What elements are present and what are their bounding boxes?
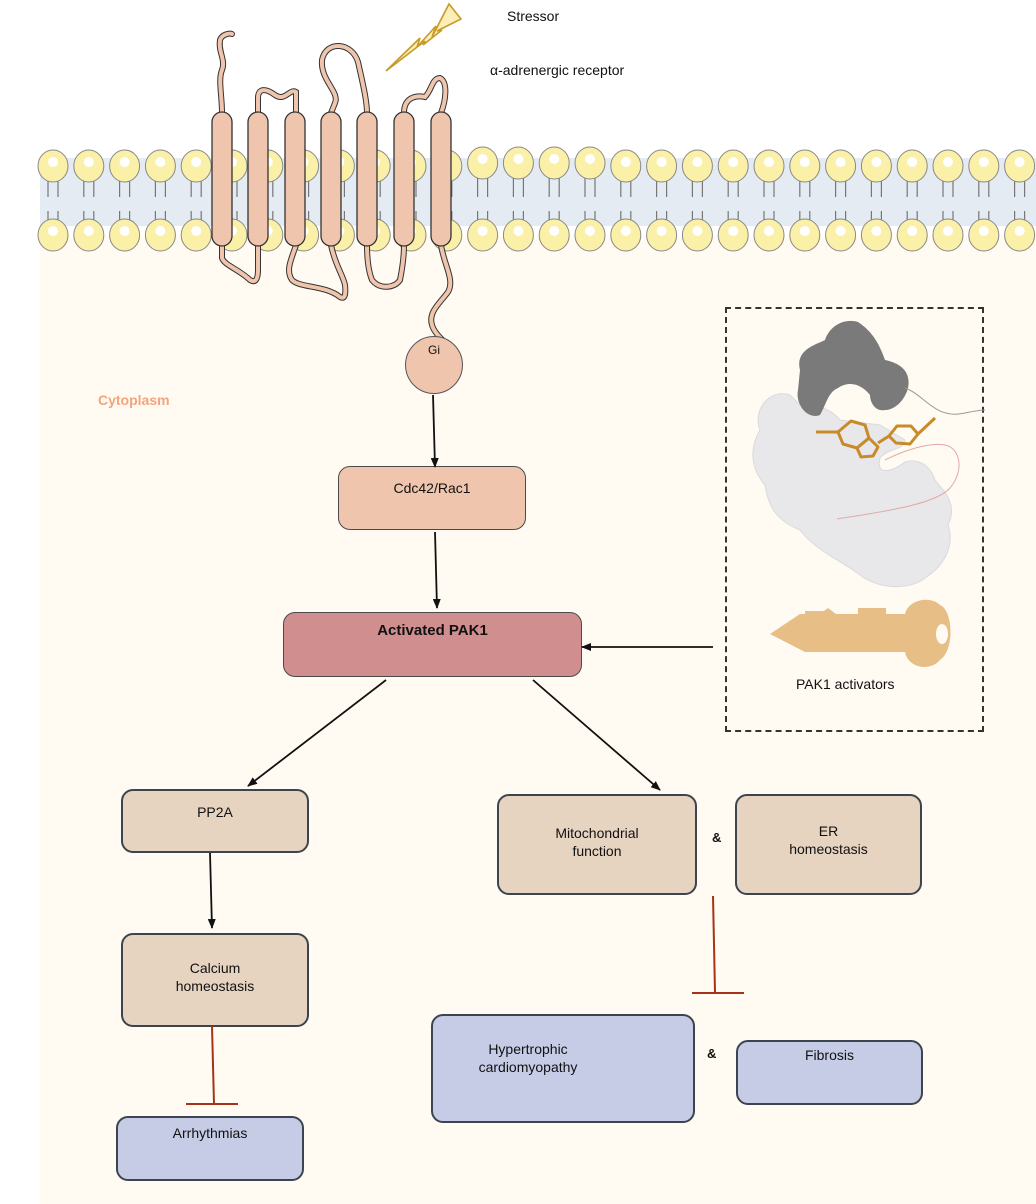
transmembrane-helix-2 <box>247 111 269 247</box>
receptor-label: α-adrenergic receptor <box>490 62 625 78</box>
pak1-activators-label: PAK1 activators <box>796 676 895 692</box>
arrhythmias-node[interactable]: Arrhythmias <box>116 1116 304 1181</box>
calcium-homeostasis-node[interactable]: Calcium homeostasis <box>121 933 309 1027</box>
lipid-highlight <box>1014 157 1025 167</box>
er-homeostasis-node[interactable]: ER homeostasis <box>735 794 922 895</box>
extracellular-loop-2 <box>319 44 369 115</box>
lipid-highlight <box>48 157 58 167</box>
lipid-highlight <box>549 226 560 236</box>
transmembrane-helix-6 <box>393 111 415 247</box>
edge-pak1-to-mitochondrial <box>532 679 661 791</box>
lipid-highlight <box>191 226 202 236</box>
and-connector-bottom: & <box>707 1046 717 1061</box>
lipid-highlight <box>83 157 94 167</box>
lipid-highlight <box>943 226 953 236</box>
activated-pak1-node[interactable]: Activated PAK1 <box>283 612 582 677</box>
inhibition-calcium-to-arrhythmias <box>211 1025 215 1105</box>
transmembrane-helix-4 <box>320 111 342 247</box>
lipid-highlight <box>978 226 989 236</box>
lipid-highlight <box>907 157 918 167</box>
lipid-highlight <box>871 157 882 167</box>
pak1-activators-panel[interactable] <box>725 307 984 732</box>
lipid-highlight <box>907 226 918 236</box>
lipid-highlight <box>871 226 882 236</box>
lipid-highlight <box>48 226 58 236</box>
pp2a-node[interactable]: PP2A <box>121 789 309 853</box>
lipid-highlight <box>728 226 739 236</box>
lipid-highlight <box>799 226 810 236</box>
gi-label: Gi <box>428 343 440 357</box>
protein-ligand-complex-icon <box>752 320 986 588</box>
lightning-bolt-icon <box>385 2 463 72</box>
fibrosis-label: Fibrosis <box>804 1047 854 1063</box>
stressor-label: Stressor <box>507 8 560 24</box>
calcium-homeostasis-label: Calcium homeostasis <box>175 960 255 994</box>
intracellular-loop-2 <box>287 243 348 300</box>
transmembrane-helix-5 <box>356 111 378 247</box>
transmembrane-helix-1 <box>211 111 233 247</box>
edge-pp2a-to-calcium <box>207 852 216 929</box>
lipid-highlight <box>835 226 846 236</box>
arrhythmias-label: Arrhythmias <box>172 1125 248 1141</box>
transmembrane-helix-7 <box>430 111 452 247</box>
lipid-highlight <box>585 154 595 164</box>
lipid-highlight <box>191 157 202 167</box>
transmembrane-helix-3 <box>284 111 306 247</box>
lipid-highlight <box>656 157 667 167</box>
cdc42-rac1-label: Cdc42/Rac1 <box>393 480 471 496</box>
lipid-highlight <box>83 226 94 236</box>
fibrosis-node[interactable]: Fibrosis <box>736 1040 923 1105</box>
mitochondrial-function-label: Mitochondrial function <box>555 825 639 859</box>
pp2a-label: PP2A <box>197 804 233 820</box>
cell-membrane <box>37 30 1036 346</box>
c-terminus <box>429 243 453 345</box>
lipid-highlight <box>513 226 524 236</box>
hypertrophic-cardiomyopathy-label: Hypertrophic cardiomyopathy <box>478 1041 578 1075</box>
lipid-highlight <box>835 157 846 167</box>
key-icon <box>770 599 951 667</box>
extracellular-loop-3 <box>402 75 448 115</box>
extracellular-loop-1 <box>256 88 298 115</box>
lipid-highlight <box>692 157 703 167</box>
lipid-highlight <box>477 154 488 164</box>
lipid-highlight <box>620 157 631 167</box>
intracellular-loop-1 <box>220 243 260 284</box>
lipid-highlight <box>620 226 631 236</box>
lipid-highlight <box>978 157 989 167</box>
lipid-highlight <box>155 157 166 167</box>
edge-cdc42-to-pak1 <box>432 531 441 609</box>
and-connector-top: & <box>712 830 722 845</box>
activated-pak1-label: Activated PAK1 <box>377 622 488 639</box>
inhibition-organelles-to-disease <box>712 895 716 994</box>
n-terminus <box>217 31 234 115</box>
lipid-highlight <box>549 154 560 164</box>
lipid-highlight <box>585 226 595 236</box>
mitochondrial-function-node[interactable]: Mitochondrial function <box>497 794 697 895</box>
lipid-highlight <box>692 226 703 236</box>
lipid-highlight <box>656 226 667 236</box>
lipid-highlight <box>728 157 739 167</box>
lipid-highlight <box>799 157 810 167</box>
hypertrophic-cardiomyopathy-node[interactable]: Hypertrophic cardiomyopathy <box>431 1014 695 1123</box>
lipid-highlight <box>155 226 166 236</box>
lipid-highlight <box>1014 226 1025 236</box>
lipid-highlight <box>764 157 774 167</box>
lipid-highlight <box>119 226 130 236</box>
lipid-highlight <box>119 157 130 167</box>
edge-gi-to-cdc42 <box>430 394 439 468</box>
lipid-highlight <box>513 154 524 164</box>
gi-protein-node[interactable]: Gi <box>405 336 463 394</box>
er-homeostasis-label: ER homeostasis <box>789 823 868 857</box>
lipid-highlight <box>477 226 488 236</box>
intracellular-loop-3 <box>365 243 406 289</box>
cytoplasm-label: Cytoplasm <box>98 392 170 408</box>
lipid-highlight <box>943 157 953 167</box>
edge-pak1-to-pp2a <box>247 679 387 787</box>
lipid-highlight <box>764 226 774 236</box>
